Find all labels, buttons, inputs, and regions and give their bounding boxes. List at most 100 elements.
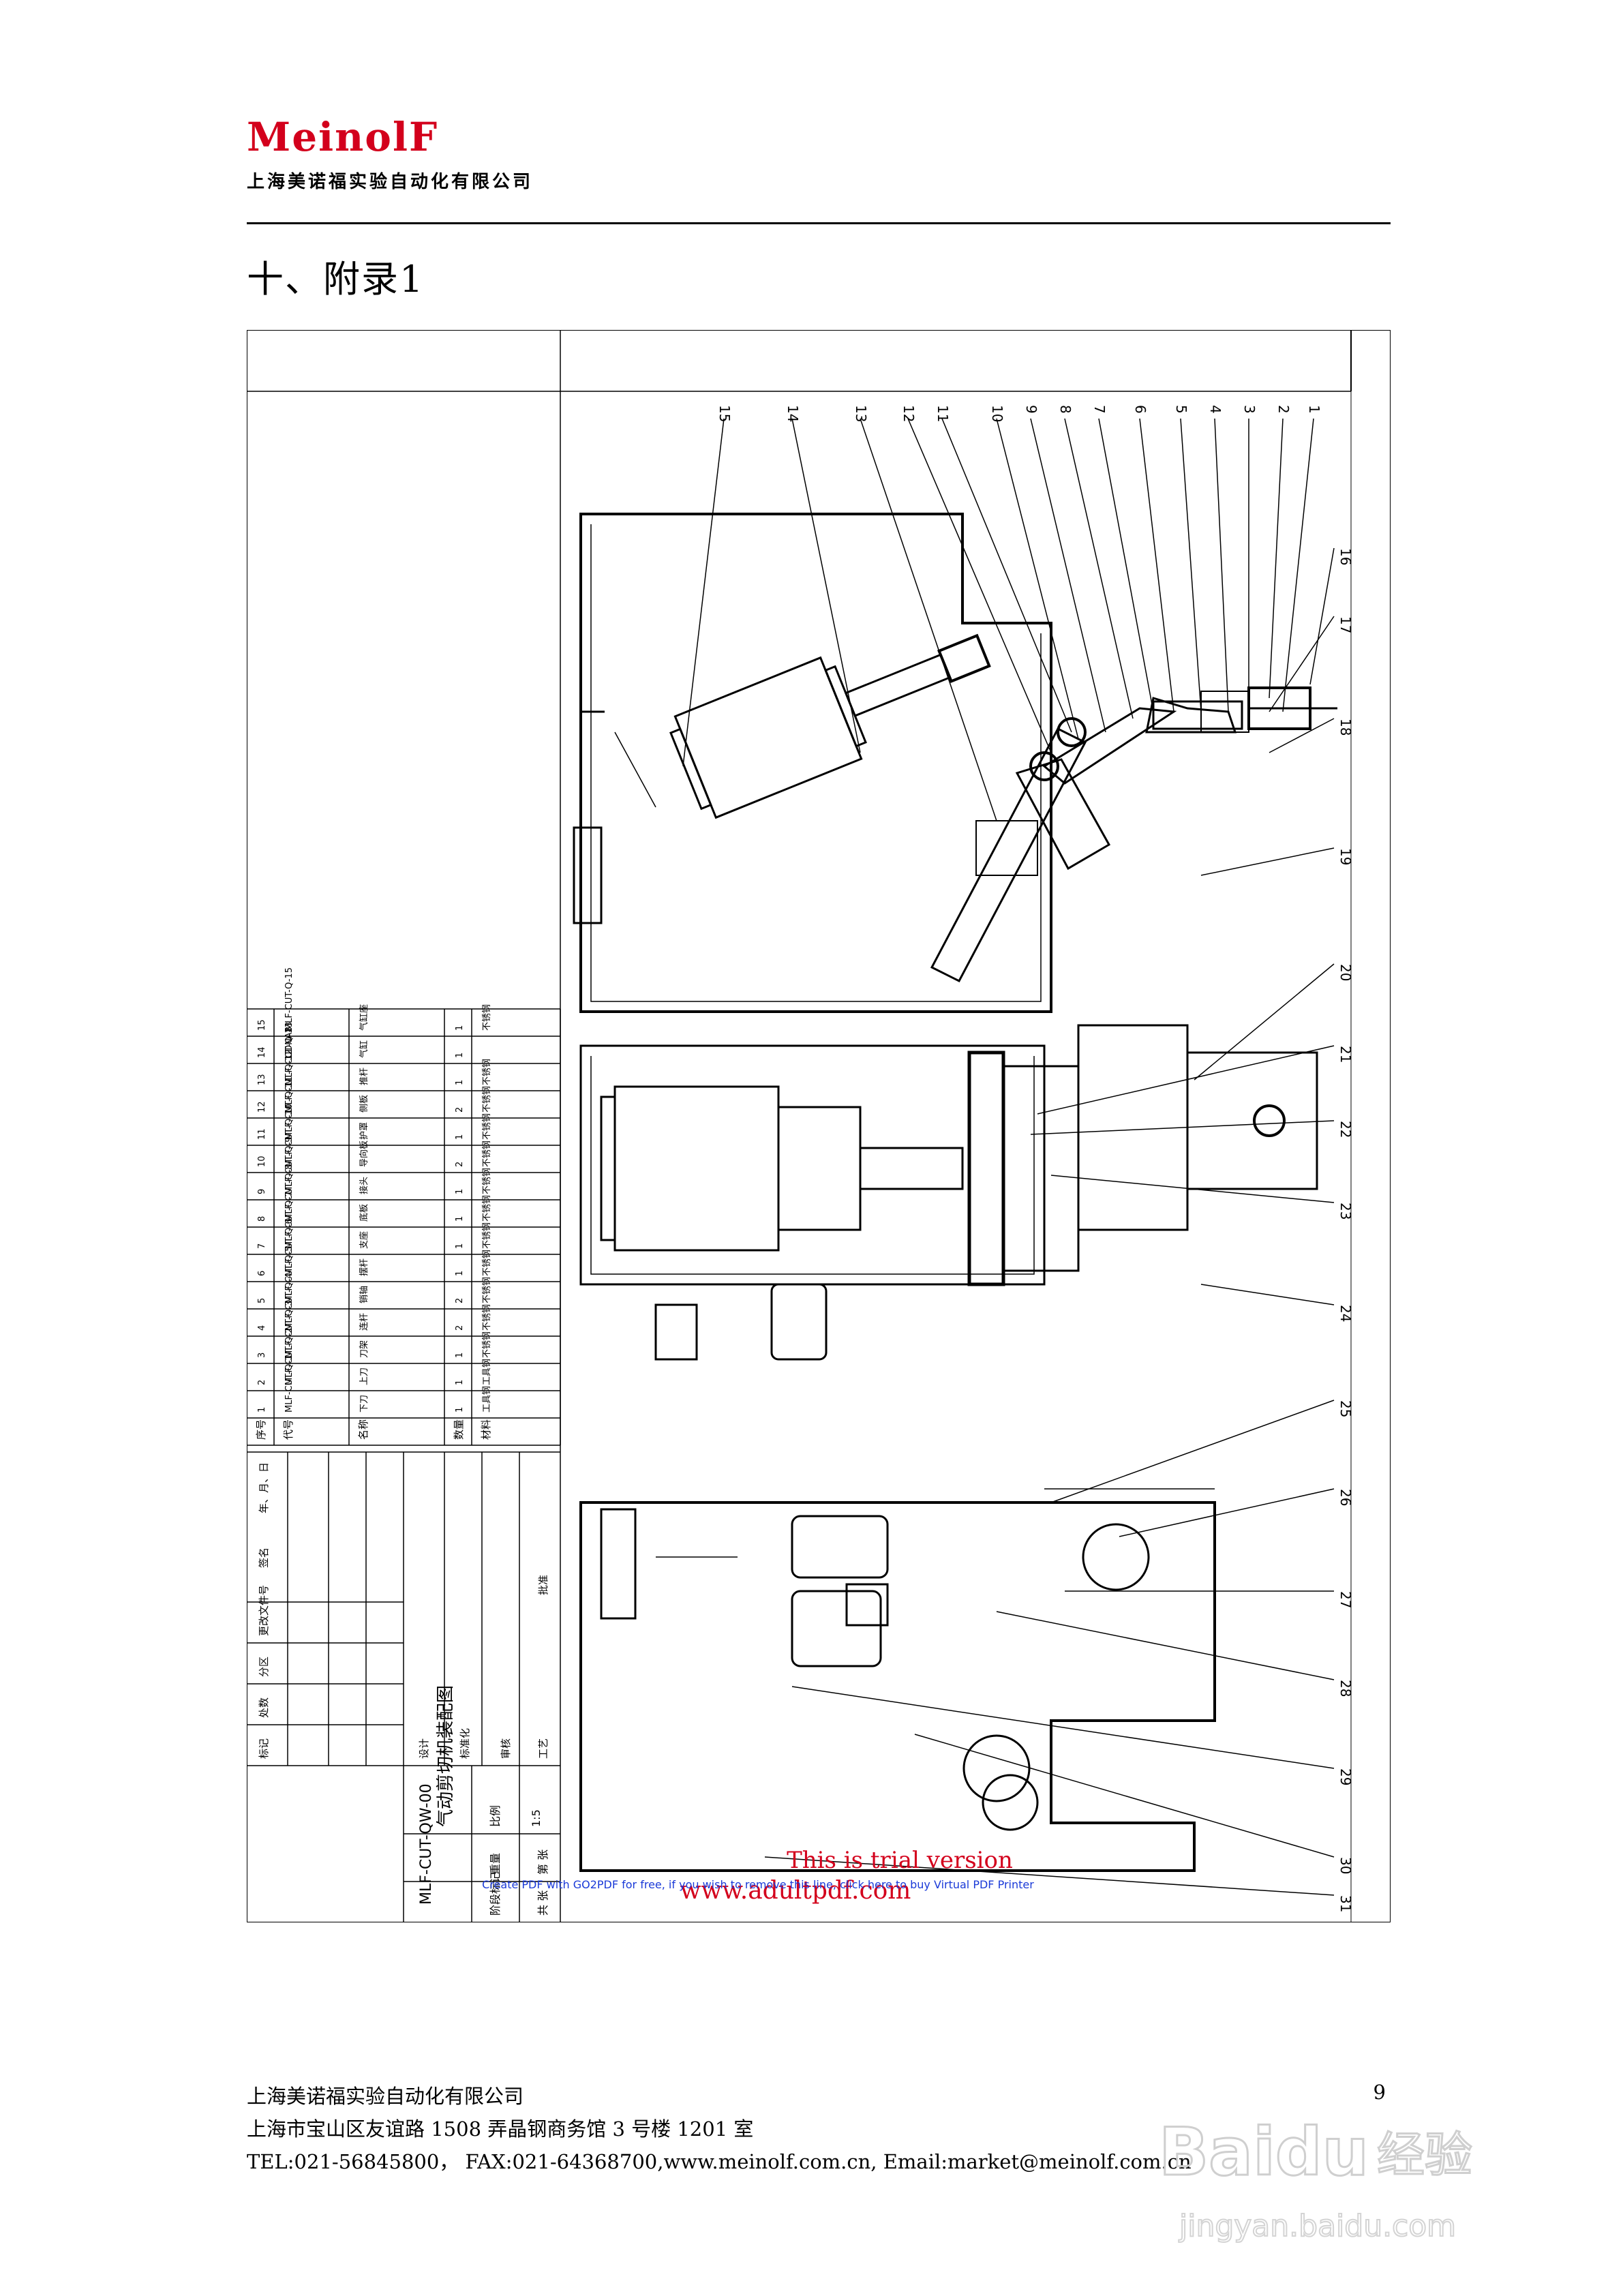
bom-cell: 1	[455, 1189, 465, 1194]
bom-header-cell: 名称	[357, 1419, 369, 1440]
item-number: 25	[1337, 1400, 1354, 1417]
bom-cell: 刀架	[359, 1340, 369, 1358]
bom-cell: 2	[257, 1380, 267, 1385]
bom-cell: 1	[455, 1080, 465, 1085]
standardization-label: 标准化	[459, 1728, 471, 1759]
bom-cell: MLF-CUT-Q-4	[284, 1273, 294, 1331]
bom-header-cell: 材料	[480, 1419, 492, 1440]
bom-cell: 不锈钢	[482, 1277, 492, 1303]
bom-cell: 侧板	[359, 1095, 369, 1113]
bom-cell: MLF-CUT-Q-6	[284, 1218, 294, 1276]
bom-header-cell: 代号	[282, 1419, 294, 1440]
bom-cell: 连杆	[359, 1313, 369, 1331]
item-number: 15	[716, 405, 733, 422]
trial-notice-line1: This is trial version	[787, 1847, 1013, 1874]
bom-cell: 底板	[359, 1204, 369, 1222]
bom-cell: 1	[455, 1353, 465, 1358]
bom-cell: 11	[257, 1128, 267, 1140]
signature-label: 签名	[258, 1547, 270, 1568]
section-heading: 十、附录1	[247, 258, 425, 301]
bom-cell: 13	[257, 1074, 267, 1085]
bom-cell: MLF-CUT-Q-11	[284, 1076, 294, 1140]
item-number: 14	[785, 405, 801, 422]
watermark-brand-cn: 经验	[1377, 2127, 1472, 2183]
bom-cell: 不锈钢	[482, 1086, 492, 1113]
bom-cell: 1	[455, 1053, 465, 1058]
page-number: 9	[1373, 2081, 1386, 2104]
bom-cell: MLF-CUT-Q-9	[284, 1136, 294, 1194]
bom-cell: 2	[455, 1162, 465, 1167]
bom-header-cell: 序号	[255, 1419, 267, 1440]
watermark-brand: Baidu	[1159, 2114, 1369, 2190]
bom-cell: 不锈钢	[482, 1331, 492, 1358]
item-number: 18	[1337, 719, 1354, 736]
top-view	[579, 1024, 1318, 1361]
bom-cell: 不锈钢	[482, 1004, 492, 1031]
item-number: 5	[1173, 405, 1189, 414]
checker-label: 审核	[500, 1738, 512, 1759]
weight-label: 重量	[489, 1853, 502, 1875]
bom-cell: 12	[257, 1101, 267, 1113]
bom-cell: MLF-CUT-Q-10	[284, 1104, 294, 1167]
bom-cell: MLF-CUT-Q-7	[284, 1191, 294, 1249]
bom-cell: 7	[257, 1243, 267, 1249]
date-label: 年、月、日	[258, 1462, 270, 1513]
item-number: 19	[1337, 848, 1354, 865]
bom-cell: 14	[257, 1046, 267, 1058]
bom-cell: 不锈钢	[482, 1250, 492, 1276]
bom-cell: 1	[455, 1380, 465, 1385]
zone-label: 分区	[258, 1657, 270, 1677]
designer-label: 设计	[418, 1738, 430, 1759]
doc-number-label: 更改文件号	[258, 1585, 270, 1636]
bom-cell: MLF-CUT-Q-2	[284, 1327, 294, 1385]
bom-cell: 4	[257, 1325, 267, 1331]
item-number: 17	[1337, 616, 1354, 633]
bom-cell: 气缸	[359, 1040, 369, 1058]
bom-cell: 气缸座	[359, 1004, 369, 1031]
count-label: 处数	[258, 1697, 270, 1718]
item-number: 28	[1337, 1680, 1354, 1697]
item-number: 3	[1241, 405, 1258, 414]
item-number: 11	[935, 405, 951, 422]
mark-label: 标记	[258, 1738, 270, 1759]
item-number: 16	[1337, 548, 1354, 565]
bom-cell: 上刀	[359, 1368, 369, 1385]
item-number: 30	[1337, 1857, 1354, 1874]
bom-cell: MLF-CUT-Q-15	[284, 967, 294, 1031]
item-number: 1	[1306, 405, 1322, 414]
item-number: 12	[900, 405, 917, 422]
bom-cell: 不锈钢	[482, 1195, 492, 1222]
bom-cell: 3	[257, 1353, 267, 1358]
item-number: 22	[1337, 1121, 1354, 1138]
bom-cell: 8	[257, 1216, 267, 1222]
item-number: 29	[1337, 1768, 1354, 1785]
trial-notice-line2: www.adultpdf.com	[680, 1877, 911, 1905]
bom-cell: 1	[455, 1216, 465, 1222]
bom-cell: MLF-CUT-Q-3	[284, 1300, 294, 1358]
bom-cell: 销轴	[359, 1286, 369, 1303]
item-number: 24	[1337, 1305, 1354, 1322]
bom-cell: 1	[455, 1407, 465, 1413]
bom-cell: 护罩	[359, 1122, 369, 1140]
bom-cell: 2	[455, 1325, 465, 1331]
trial-notice-small[interactable]: Create PDF with GO2PDF for free, if you …	[482, 1878, 1034, 1891]
bom-cell: 1	[455, 1243, 465, 1249]
bom-cell: 接头	[359, 1177, 369, 1194]
footer-address: 上海市宝山区友谊路 1508 弄晶钢商务馆 3 号楼 1201 室	[247, 2117, 754, 2141]
header-divider	[247, 222, 1391, 224]
bom-cell: 10	[257, 1155, 267, 1167]
bom-cell: 下刀	[359, 1395, 369, 1413]
bom-cell: 推杆	[359, 1068, 369, 1085]
drawing-border	[247, 330, 1391, 1922]
item-number: 23	[1337, 1203, 1354, 1220]
scale-label: 比例	[489, 1805, 502, 1827]
bom-cell: 2	[455, 1298, 465, 1303]
baidu-watermark: Baidu 经验 jingyan.baidu.com	[1158, 2113, 1474, 2245]
item-number: 20	[1337, 964, 1354, 981]
sheet-total: 共 张	[536, 1890, 549, 1916]
stage-label: 阶段标记	[489, 1872, 502, 1916]
bom-cell: 不锈钢	[482, 1304, 492, 1331]
bom-cell: 6	[257, 1271, 267, 1276]
drawing-number: MLF-CUT-QW-00	[418, 1783, 435, 1905]
